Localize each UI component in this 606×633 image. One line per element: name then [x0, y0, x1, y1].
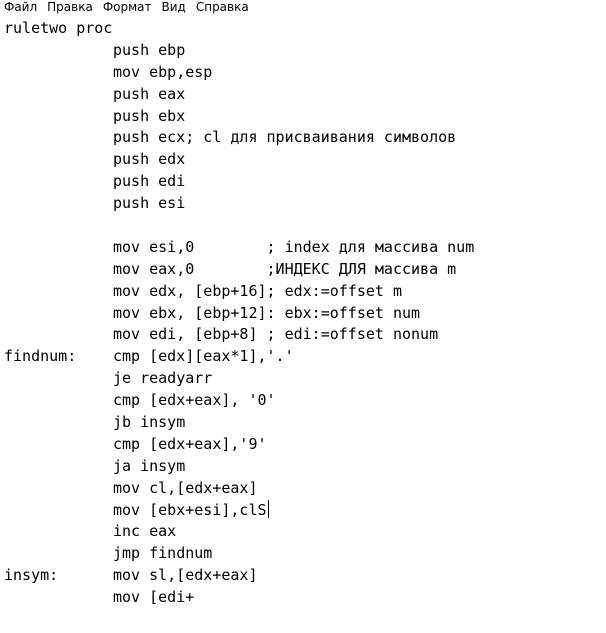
code-line: mov eax,0 ;ИНДЕКС ДЛЯ массива m [4, 259, 606, 281]
code-line: mov edx, [ebp+16]; edx:=offset m [4, 281, 606, 303]
code-line: push ebx [4, 106, 606, 128]
line-code: mov esi,0 ; index для массива num [113, 237, 475, 256]
line-code: mov [ebx+esi],clS [113, 500, 267, 519]
line-code: cmp [edx][eax*1],'.' [113, 347, 294, 366]
menu-help[interactable]: Справка [195, 0, 249, 14]
menu-file[interactable]: Файл [4, 0, 38, 14]
code-line: mov ebx, [ebp+12]: ebx:=offset num [4, 303, 606, 325]
line-code: push esi [113, 194, 186, 213]
code-line: mov edi, [ebp+8] ; edi:=offset nonum [4, 324, 606, 346]
line-code: push ecx; cl для присваивания символов [113, 128, 457, 147]
code-line: push edx [4, 149, 606, 171]
code-line: ja insym [4, 456, 606, 478]
line-code: push eax [113, 84, 186, 103]
line-label: ruletwo proc [4, 19, 113, 37]
code-line: push edi [4, 171, 606, 193]
code-line: mov cl,[edx+eax] [4, 478, 606, 500]
line-code: je readyarr [113, 369, 213, 388]
menu-view[interactable]: Вид [161, 0, 186, 14]
line-code: push ebx [113, 106, 186, 125]
code-line [4, 215, 606, 237]
line-code: cmp [edx+eax], '0' [113, 391, 276, 410]
menu-bar: Файл Правка Формат Вид Справка [0, 0, 606, 15]
code-line: inc eax [4, 521, 606, 543]
code-line: push esi [4, 193, 606, 215]
line-code: ja insym [113, 456, 186, 475]
code-line: push eax [4, 84, 606, 106]
code-line: cmp [edx+eax], '0' [4, 390, 606, 412]
line-code: mov sl,[edx+eax] [113, 566, 258, 585]
line-code: mov eax,0 ;ИНДЕКС ДЛЯ массива m [113, 259, 457, 278]
line-code: cmp [edx+eax],'9' [113, 434, 267, 453]
line-code: jb insym [113, 413, 186, 432]
line-label: findnum: [4, 347, 77, 366]
line-code: push edi [113, 172, 186, 191]
code-line: mov [ebx+esi],clS [4, 499, 606, 522]
code-line: push ebp [4, 40, 606, 62]
line-code: mov edx, [ebp+16]; edx:=offset m [113, 281, 402, 300]
line-code: mov ebp,esp [113, 62, 213, 81]
text-caret [267, 499, 269, 518]
code-line: ruletwo proc [4, 18, 606, 40]
code-line: findnum: cmp [edx][eax*1],'.' [4, 346, 606, 368]
line-code: push edx [113, 150, 186, 169]
code-line: mov [edi+ [4, 587, 606, 609]
line-code: mov cl,[edx+eax] [113, 478, 258, 497]
menu-edit[interactable]: Правка [47, 0, 93, 14]
code-line: jmp findnum [4, 543, 606, 565]
line-code: mov edi, [ebp+8] ; edi:=offset nonum [113, 325, 439, 344]
code-line: je readyarr [4, 368, 606, 390]
line-code: mov ebx, [ebp+12]: ebx:=offset num [113, 303, 421, 322]
code-line: mov esi,0 ; index для массива num [4, 237, 606, 259]
menu-format[interactable]: Формат [102, 0, 152, 14]
line-code: mov [edi+ [113, 588, 195, 607]
code-line: insym: mov sl,[edx+eax] [4, 565, 606, 587]
code-line: push ecx; cl для присваивания символов [4, 127, 606, 149]
code-line: jb insym [4, 412, 606, 434]
code-line: mov ebp,esp [4, 62, 606, 84]
code-line: cmp [edx+eax],'9' [4, 434, 606, 456]
line-code: inc eax [113, 522, 177, 541]
line-label: insym: [4, 566, 59, 585]
line-code: jmp findnum [113, 544, 213, 563]
line-code: push ebp [113, 40, 186, 59]
